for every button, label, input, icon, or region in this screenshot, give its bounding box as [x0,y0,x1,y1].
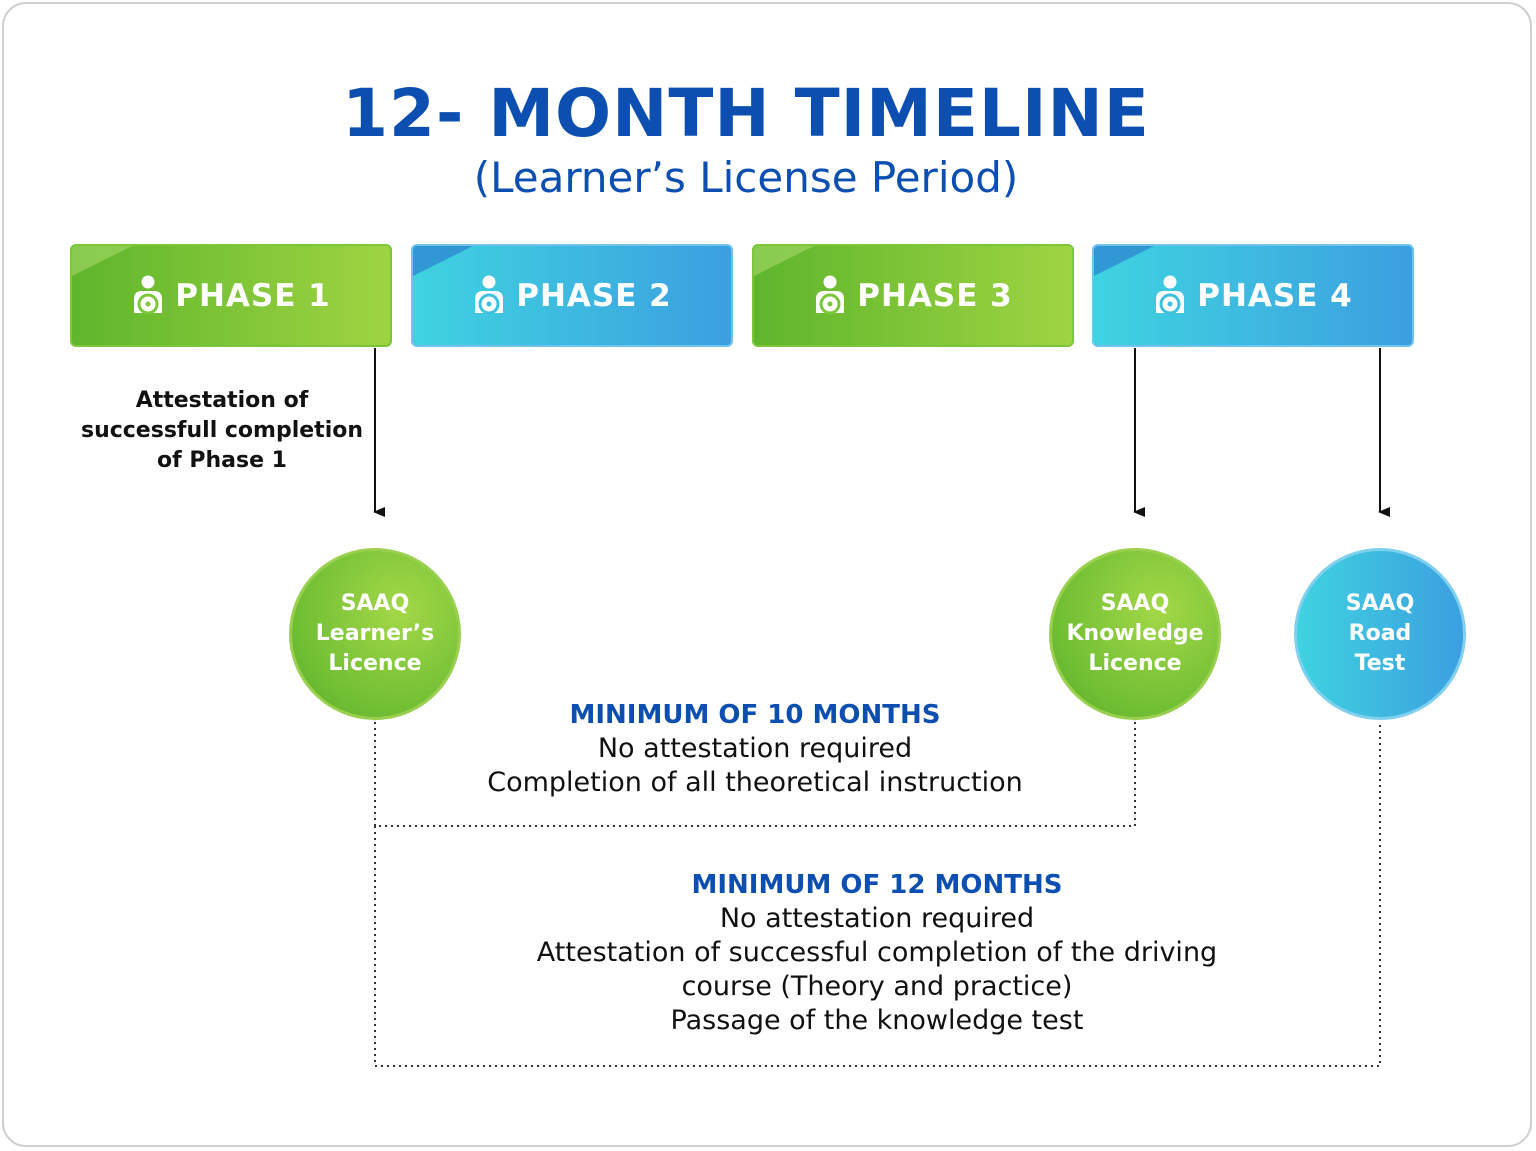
phase-3-header: PHASE 3 [752,244,1074,347]
phase-1-note: Attestation of successfull completion of… [80,388,364,473]
phase-1-label: PHASE 1 [175,277,331,314]
page-subtitle: (Learner’s License Period) [473,153,1019,202]
requirement-10-line: Completion of all theoretical instructio… [487,767,1023,798]
phase-3-label: PHASE 3 [857,277,1013,314]
requirement-12-line: No attestation required [719,903,1035,934]
requirement-10-months: MINIMUM OF 10 MONTHS No attestation requ… [430,698,1080,800]
milestone-learners-licence: SAAQ Learner’s Licence [289,548,461,720]
phase-4-header: PHASE 4 [1092,244,1414,347]
requirement-12-heading: MINIMUM OF 12 MONTHS [691,870,1063,900]
driver-steering-wheel-icon [1156,275,1185,314]
requirement-12-line: course (Theory and practice) [681,971,1073,1002]
driver-steering-wheel-icon [475,275,504,314]
requirement-12-months: MINIMUM OF 12 MONTHS No attestation requ… [477,868,1277,1038]
milestone-road-test: SAAQ Road Test [1294,548,1466,720]
driver-steering-wheel-icon [816,275,845,314]
requirement-10-heading: MINIMUM OF 10 MONTHS [569,700,941,730]
requirement-10-line: No attestation required [597,733,913,764]
phase-2-header: PHASE 2 [411,244,733,347]
page-title: 12- MONTH TIMELINE [342,75,1150,152]
phase-4-label: PHASE 4 [1197,277,1353,314]
requirement-12-line: Attestation of successful completion of … [536,937,1218,968]
milestone-knowledge-licence: SAAQ Knowledge Licence [1049,548,1221,720]
bracket-12-months [374,722,1381,1067]
phase-2-label: PHASE 2 [516,277,672,314]
phase-1-header: PHASE 1 [70,244,392,347]
requirement-12-line: Passage of the knowledge test [670,1005,1084,1036]
driver-steering-wheel-icon [134,275,163,314]
